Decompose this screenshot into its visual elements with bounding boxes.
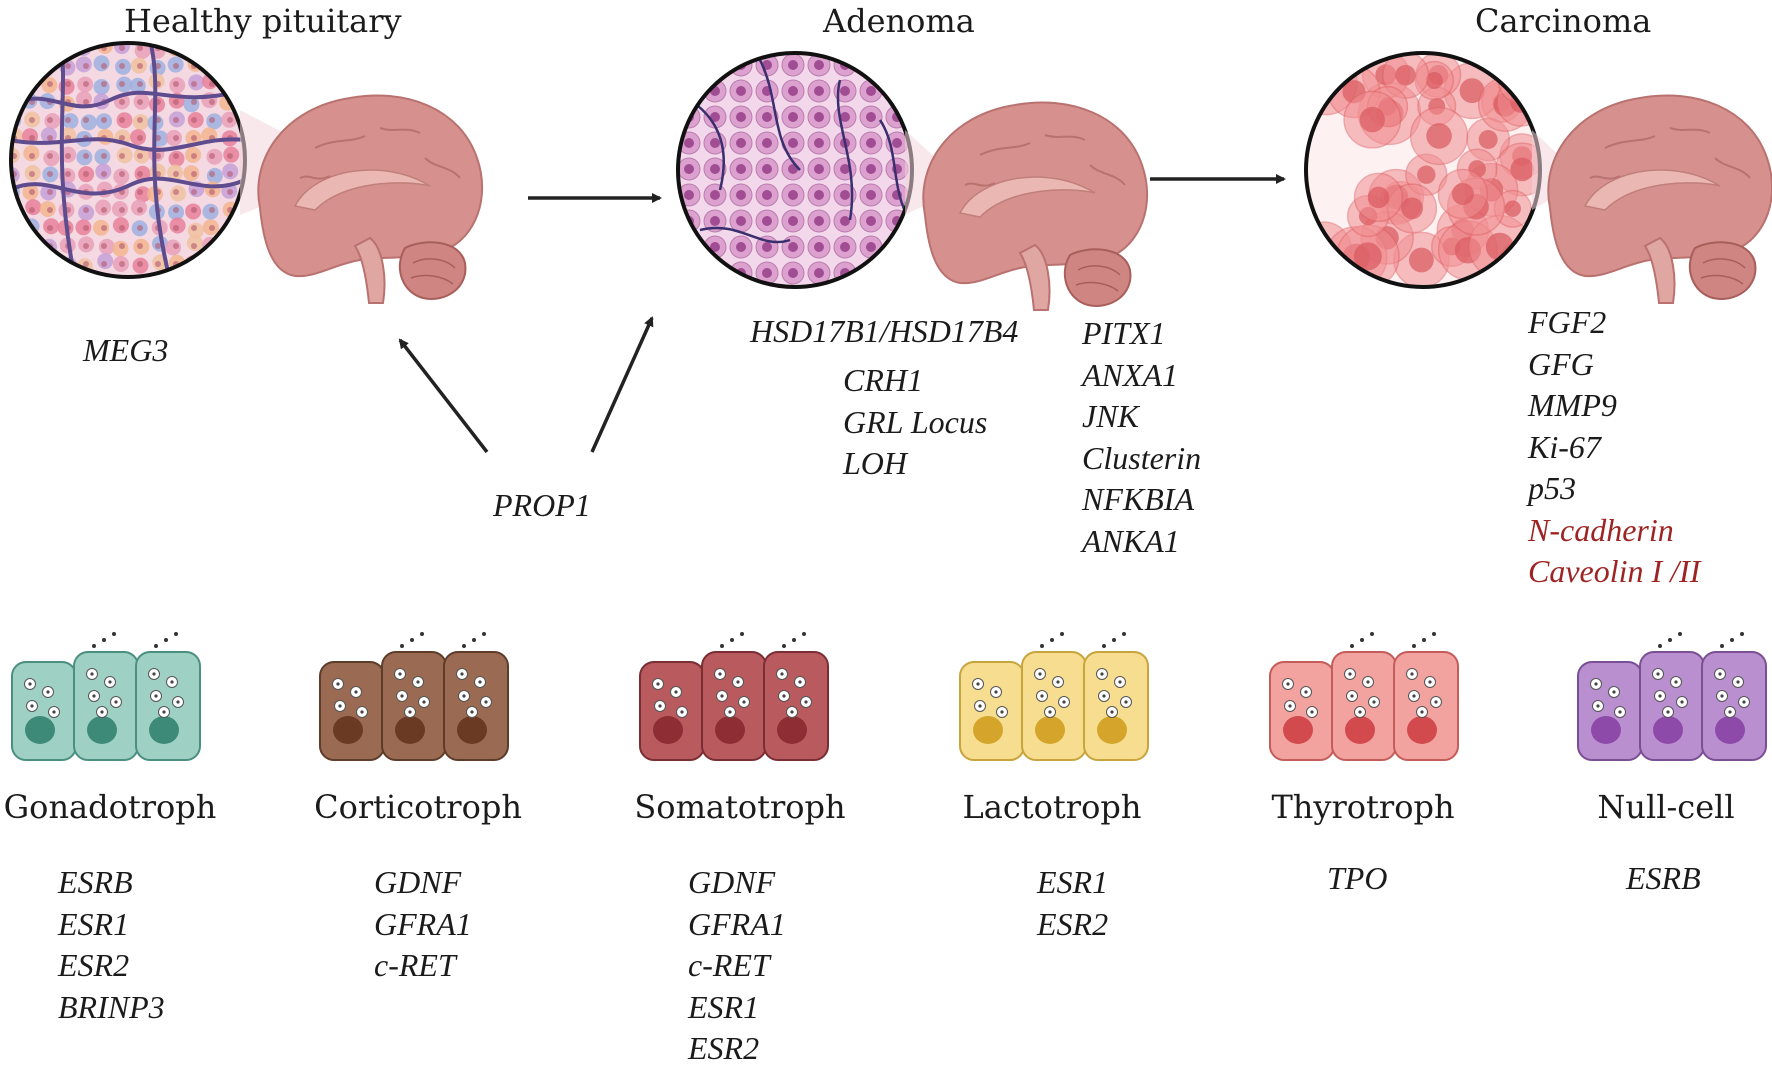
cell-gene: GFRA1: [374, 905, 472, 942]
cell-group-thyrotroph: [1269, 632, 1459, 761]
cell-type-name-thyrotroph: Thyrotroph: [1271, 788, 1455, 826]
adenoma-gene-hsd17b: HSD17B1/HSD17B4: [750, 313, 1019, 349]
cell-gene: GFRA1: [688, 905, 786, 942]
adenoma-gene: CRH1: [843, 362, 923, 398]
carcinoma-gene-highlight: N-cadherin: [1528, 511, 1674, 548]
adenoma-brain-illustration: [922, 101, 1149, 311]
cell-group-null-cell: [1577, 632, 1767, 761]
adenoma-gene: NFKBIA: [1082, 481, 1194, 517]
carcinoma-magnified-view: [1304, 51, 1542, 289]
somatotroph-gene-list: GDNF GFRA1 c-RET ESR1 ESR2: [688, 862, 786, 1070]
adenoma-gene: LOH: [843, 445, 908, 481]
cell-gene: ESR2: [688, 1030, 760, 1066]
healthy-title: Healthy pituitary: [124, 2, 402, 40]
cell-gene: TPO: [1327, 860, 1388, 896]
carcinoma-gene: FGF2: [1528, 304, 1607, 340]
cell-type-name-somatotroph: Somatotroph: [634, 788, 846, 826]
carcinoma-title: Carcinoma: [1475, 2, 1652, 40]
cell-gene: ESRB: [1626, 860, 1701, 896]
cell-type-name-lactotroph: Lactotroph: [962, 788, 1142, 826]
carcinoma-gene: GFG: [1528, 345, 1594, 382]
cell-group-somatotroph: [639, 632, 829, 761]
corticotroph-gene-list: GDNF GFRA1 c-RET: [374, 862, 472, 987]
healthy-pituitary-magnified-view: [9, 41, 247, 279]
cell-group-gonadotroph: [11, 632, 201, 761]
cell-gene: c-RET: [688, 947, 770, 983]
healthy-brain-illustration: [257, 94, 484, 304]
cell-gene: ESR1: [688, 988, 760, 1025]
lactotroph-gene-list: ESR1 ESR2: [1037, 862, 1108, 945]
carcinoma-gene: p53: [1528, 470, 1576, 506]
carcinoma-gene: Ki-67: [1528, 428, 1601, 465]
cell-type-name-null-cell: Null-cell: [1597, 788, 1735, 826]
cell-gene: GDNF: [374, 864, 462, 900]
adenoma-gene-list-right: PITX1 ANXA1 JNK Clusterin NFKBIA ANKA1: [1082, 313, 1201, 562]
cell-gene: ESRB: [58, 864, 133, 900]
arrow-prop1-to-healthy: [398, 338, 489, 454]
cell-gene: ESR1: [58, 905, 130, 942]
adenoma-title: Adenoma: [823, 2, 975, 40]
cell-type-name-gonadotroph: Gonadotroph: [3, 788, 217, 826]
adenoma-gene: ANKA1: [1082, 522, 1180, 559]
adenoma-gene: JNK: [1082, 398, 1139, 434]
adenoma-gene-list-left: CRH1 GRL Locus LOH: [843, 360, 987, 485]
adenoma-gene: ANXA1: [1082, 356, 1178, 393]
cell-gene: c-RET: [374, 947, 456, 983]
adenoma-gene: Clusterin: [1082, 439, 1202, 476]
cell-gene: BRINP3: [58, 988, 165, 1025]
arrow-prop1-to-adenoma: [590, 316, 654, 453]
carcinoma-gene-highlight: Caveolin I /II: [1528, 553, 1701, 589]
null-cell-gene-list: ESRB: [1626, 858, 1701, 900]
thyrotroph-gene-list: TPO: [1327, 858, 1387, 900]
adenoma-magnified-view: [676, 51, 914, 289]
cell-gene: GDNF: [688, 864, 776, 900]
carcinoma-gene-list: FGF2 GFG MMP9 Ki-67 p53 N-cadherin Caveo…: [1528, 302, 1700, 593]
prop1-label: PROP1: [493, 487, 591, 523]
cell-gene: ESR2: [58, 947, 130, 983]
gonadotroph-gene-list: ESRB ESR1 ESR2 BRINP3: [58, 862, 165, 1028]
cell-group-corticotroph: [319, 632, 509, 761]
carcinoma-brain-illustration: [1547, 94, 1772, 304]
cell-gene: ESR1: [1037, 864, 1109, 900]
cell-type-name-corticotroph: Corticotroph: [314, 788, 522, 826]
cell-group-lactotroph: [959, 632, 1149, 761]
carcinoma-gene: MMP9: [1528, 387, 1617, 423]
healthy-gene: MEG3: [83, 332, 169, 368]
cell-gene: ESR2: [1037, 905, 1109, 942]
adenoma-gene: PITX1: [1082, 315, 1166, 351]
adenoma-gene: GRL Locus: [843, 403, 988, 440]
